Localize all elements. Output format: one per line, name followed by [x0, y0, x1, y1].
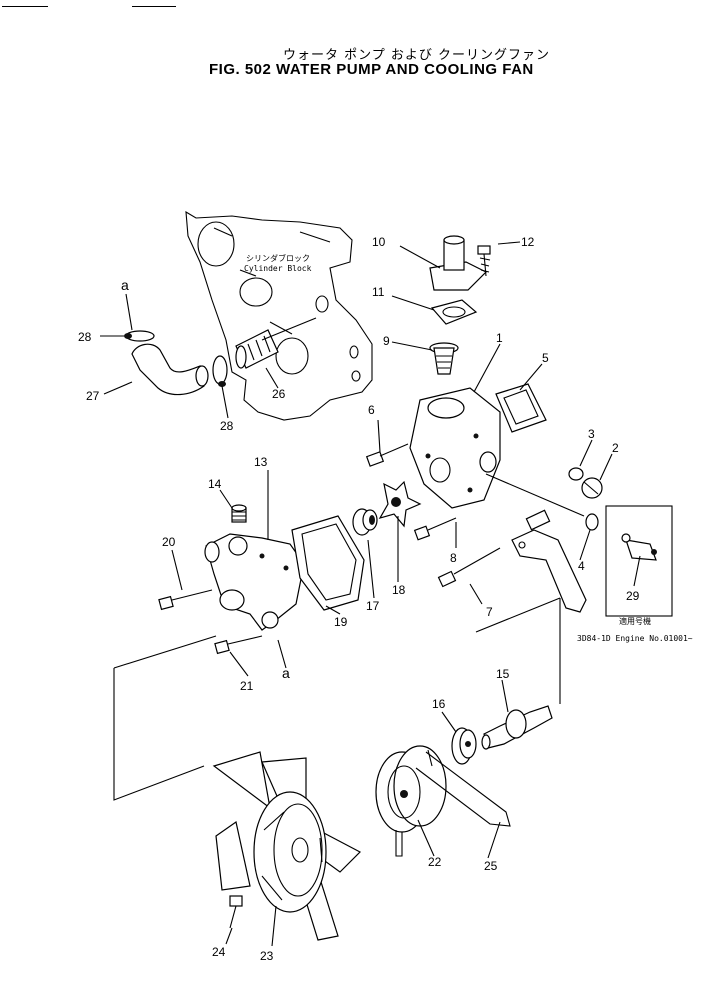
callout-8: 8 [450, 551, 457, 565]
part-19-gasket [291, 515, 365, 611]
assembly-line-pump-to-fan [113, 635, 217, 669]
part-20-bolt [158, 589, 213, 611]
callout-15: 15 [496, 667, 510, 681]
leader-lines [100, 241, 641, 947]
part-16-fan-hub [451, 727, 477, 765]
cylinder-block [185, 210, 373, 421]
callout-6: 6 [368, 403, 375, 417]
reference-letter-lower: a [282, 665, 290, 681]
callout-10: 10 [372, 235, 386, 249]
part-29-inset-box [605, 505, 673, 617]
part-25-v-belt [395, 749, 511, 857]
block-label-en: Cylinder Block [244, 264, 312, 273]
callout-22: 22 [428, 855, 442, 869]
callout-27: 27 [86, 389, 100, 403]
top-rule-right [132, 6, 176, 7]
callout-2: 2 [612, 441, 619, 455]
callout-7: 7 [486, 605, 493, 619]
callout-24: 24 [212, 945, 226, 959]
callout-18: 18 [392, 583, 406, 597]
top-rule-left [2, 6, 48, 7]
callout-12: 12 [521, 235, 535, 249]
callout-1: 1 [496, 331, 503, 345]
callout-9: 9 [383, 334, 390, 348]
callout-13: 13 [254, 455, 268, 469]
part-7-bolt [437, 547, 501, 588]
part-28-hose-clamp-lower [212, 355, 228, 387]
part-3-washer [568, 467, 584, 481]
part-18-impeller [378, 480, 422, 528]
callout-5: 5 [542, 351, 549, 365]
callout-28-upper: 28 [78, 330, 92, 344]
callout-20: 20 [162, 535, 176, 549]
part-13-water-pump [204, 533, 305, 631]
part-1-thermostat-housing [409, 387, 501, 509]
part-22-fan-pulley [375, 745, 447, 833]
part-14-plug [231, 504, 247, 523]
part-11-gasket [430, 299, 478, 325]
callout-28-lower: 28 [220, 419, 234, 433]
callout-16: 16 [432, 697, 446, 711]
callout-25: 25 [484, 859, 498, 873]
part-15-pump-shaft [481, 705, 553, 750]
part-8-bolt [413, 517, 457, 541]
part-4-washer [585, 513, 599, 531]
belt-adjuster-bracket [511, 509, 587, 613]
block-label-jp: シリンダブロック [246, 253, 310, 263]
callout-17: 17 [366, 599, 380, 613]
callout-26: 26 [272, 387, 286, 401]
applicable-engine-no: 3D84-1D Engine No.01001~ [577, 634, 693, 643]
part-17-seal [352, 508, 378, 536]
part-12-bolt [477, 245, 491, 277]
part-5-gasket [495, 383, 547, 433]
callout-11: 11 [372, 285, 385, 299]
callout-4: 4 [578, 559, 585, 573]
part-10-thermostat-cover [429, 235, 488, 291]
callout-21: 21 [240, 679, 254, 693]
part-24-bolt [229, 895, 243, 929]
part-26-outlet-pipe [235, 329, 279, 369]
callout-29: 29 [626, 589, 640, 603]
figure-title-japanese: ウォータ ポンプ および クーリングファン [283, 48, 551, 63]
callout-19: 19 [334, 615, 348, 629]
part-23-cooling-fan [212, 751, 362, 941]
callout-23: 23 [260, 949, 274, 963]
figure-title: FIG. 502 WATER PUMP AND COOLING FAN [209, 61, 534, 78]
part-28-hose-clamp-upper [124, 330, 155, 342]
part-29-sensor [621, 533, 657, 561]
callout-3: 3 [588, 427, 595, 441]
part-27-hose [131, 343, 209, 396]
part-2-plug [581, 477, 603, 499]
callout-14: 14 [208, 477, 222, 491]
part-21-bolt [214, 635, 263, 655]
reference-letter-upper: a [121, 277, 129, 293]
part-9-thermostat [429, 342, 459, 375]
applicable-label-jp: 適用号機 [619, 616, 651, 626]
assembly-line-left [113, 668, 205, 801]
assembly-line-shaft [475, 597, 561, 633]
part-6-bolt [365, 443, 409, 467]
